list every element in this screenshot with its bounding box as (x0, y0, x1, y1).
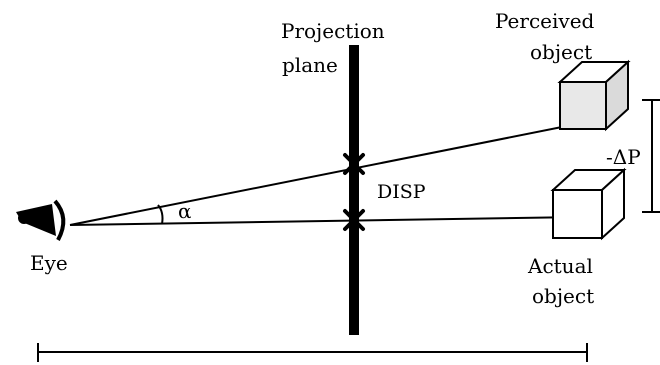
actual-object-label-line1: Actual (527, 254, 593, 278)
alpha-label: α (178, 199, 192, 223)
delta-p-bracket (642, 99, 660, 213)
sight-line-actual (69, 216, 583, 226)
intersection-marker-upper (343, 153, 365, 175)
projection-plane-bar (349, 45, 359, 335)
perceived-object-cube (557, 59, 631, 132)
disp-label: DISP (377, 181, 426, 203)
projection-plane-label-line2: plane (282, 53, 338, 77)
sight-line-perceived (69, 122, 583, 226)
angle-alpha-arc (157, 204, 164, 225)
delta-p-label: -ΔP (606, 145, 641, 169)
projection-plane-label-line1: Projection (281, 19, 385, 43)
perceived-object-label-line1: Perceived (495, 9, 595, 33)
perceived-object-label-line2: object (530, 40, 592, 64)
intersection-marker-lower (343, 209, 365, 231)
actual-object-cube (550, 167, 627, 241)
eye-label: Eye (30, 251, 68, 275)
distance-bracket (37, 343, 588, 362)
actual-object-label-line2: object (532, 284, 594, 308)
eye-icon (16, 199, 66, 241)
